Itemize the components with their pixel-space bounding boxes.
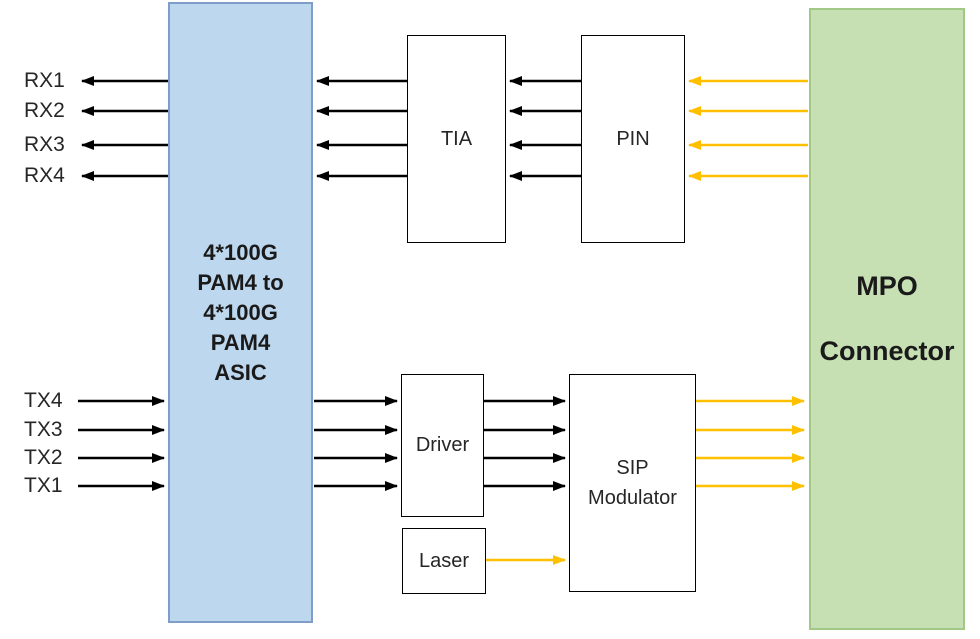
- sip-modulator-label: SIP Modulator: [588, 457, 677, 509]
- laser-box: Laser: [402, 528, 486, 594]
- sip-modulator-box: SIP Modulator: [569, 374, 696, 592]
- pin-box: PIN: [581, 35, 685, 243]
- rx2-label: RX2: [24, 99, 65, 122]
- tia-label: TIA: [440, 127, 473, 150]
- rx3-label: RX3: [24, 133, 65, 156]
- rx4-label: RX4: [24, 164, 65, 187]
- asic-label: 4*100G PAM4 to 4*100G PAM4 ASIC: [197, 239, 284, 385]
- mpo-label: MPO: [856, 271, 918, 301]
- mpo-connector-box: MPO Connector: [809, 8, 965, 630]
- driver-label: Driver: [415, 434, 470, 456]
- connector-label: Connector: [819, 336, 955, 366]
- laser-label: Laser: [418, 549, 470, 572]
- driver-box: Driver: [401, 374, 484, 517]
- tx4-label: TX4: [24, 389, 63, 412]
- tx2-label: TX2: [24, 446, 63, 469]
- asic-box: 4*100G PAM4 to 4*100G PAM4 ASIC: [168, 2, 313, 623]
- tx3-label: TX3: [24, 418, 63, 441]
- tia-box: TIA: [407, 35, 506, 243]
- pin-label: PIN: [616, 127, 650, 150]
- tx1-label: TX1: [24, 474, 63, 497]
- rx1-label: RX1: [24, 69, 65, 92]
